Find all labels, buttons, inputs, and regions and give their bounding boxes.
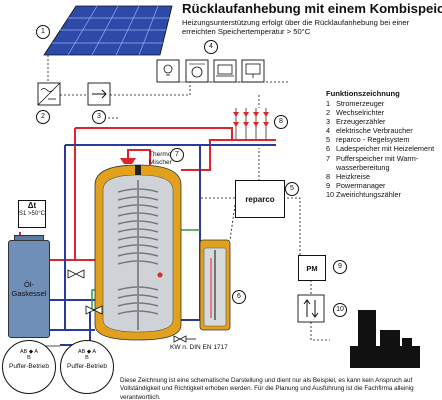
inverter-icon — [37, 82, 61, 106]
delta-t-symbol: Δt — [27, 201, 37, 210]
marker-7: 7 — [170, 148, 184, 162]
mode-indicator-2: AB ◆ A B Puffer-Betrieb — [60, 340, 114, 394]
reparco-controller: reparco — [235, 180, 285, 218]
bidirectional-meter-icon — [297, 294, 325, 323]
combi-storage-tank-icon — [94, 164, 182, 341]
oil-gas-boiler: Öl- Gaskessel — [8, 240, 50, 338]
disclaimer: Diese Zeichnung ist eine schematische Da… — [120, 377, 414, 400]
marker-8: 8 — [274, 115, 288, 129]
legend-heading: Funktionszeichnung — [326, 89, 400, 98]
power-manager: PM — [298, 255, 326, 281]
port-a-label: A — [92, 349, 96, 355]
meter-icon — [87, 82, 111, 106]
port-b-label: B — [27, 355, 31, 361]
three-way-valve-icon[interactable] — [67, 269, 85, 279]
port-a-label: A — [34, 349, 38, 355]
boiler-label-line2: Gaskessel — [11, 289, 47, 298]
delta-t-controller: Δt S1 >50°C — [18, 200, 46, 228]
marker-10: 10 — [333, 303, 347, 317]
delta-t-value: S1 >50°C — [19, 211, 45, 217]
charging-storage-icon — [199, 239, 231, 331]
port-b-label: B — [85, 355, 89, 361]
mode-indicator-1: AB ◆ A B Puffer-Betrieb — [2, 340, 56, 394]
page-subtitle: Heizungsunterstützung erfolgt über die R… — [182, 18, 410, 36]
mode-label: Puffer-Betrieb — [67, 363, 107, 370]
cold-water-label: KW n. DIN EN 1717 — [170, 344, 228, 351]
consumer-laptop-icon — [213, 59, 237, 83]
consumer-washer-icon — [185, 59, 209, 83]
marker-1: 1 — [36, 25, 50, 39]
marker-3: 3 — [92, 110, 106, 124]
power-grid-icon — [350, 310, 420, 368]
boiler-label-line1: Öl- — [24, 280, 34, 289]
marker-4: 4 — [204, 40, 218, 54]
solar-panel-icon — [43, 5, 173, 56]
marker-2: 2 — [36, 110, 50, 124]
consumer-monitor-icon — [241, 59, 265, 83]
three-way-valve-icon[interactable] — [85, 305, 103, 315]
port-ab-label: AB — [20, 349, 28, 355]
thermo-label: Thermo — [149, 151, 172, 158]
mixer-label: Mischer — [149, 159, 172, 166]
page-title: Rücklaufanhebung mit einem Kombispeicher — [182, 1, 442, 16]
marker-5: 5 — [285, 182, 299, 196]
marker-6: 6 — [232, 290, 246, 304]
marker-9: 9 — [333, 260, 347, 274]
cold-water-inlet-icon — [173, 335, 196, 343]
legend-item: wasserbereitung — [336, 162, 390, 172]
heating-circuits-icon — [228, 108, 276, 148]
consumer-lamp-icon — [156, 59, 180, 83]
port-ab-label: AB — [78, 349, 86, 355]
mode-label: Puffer-Betrieb — [9, 363, 49, 370]
